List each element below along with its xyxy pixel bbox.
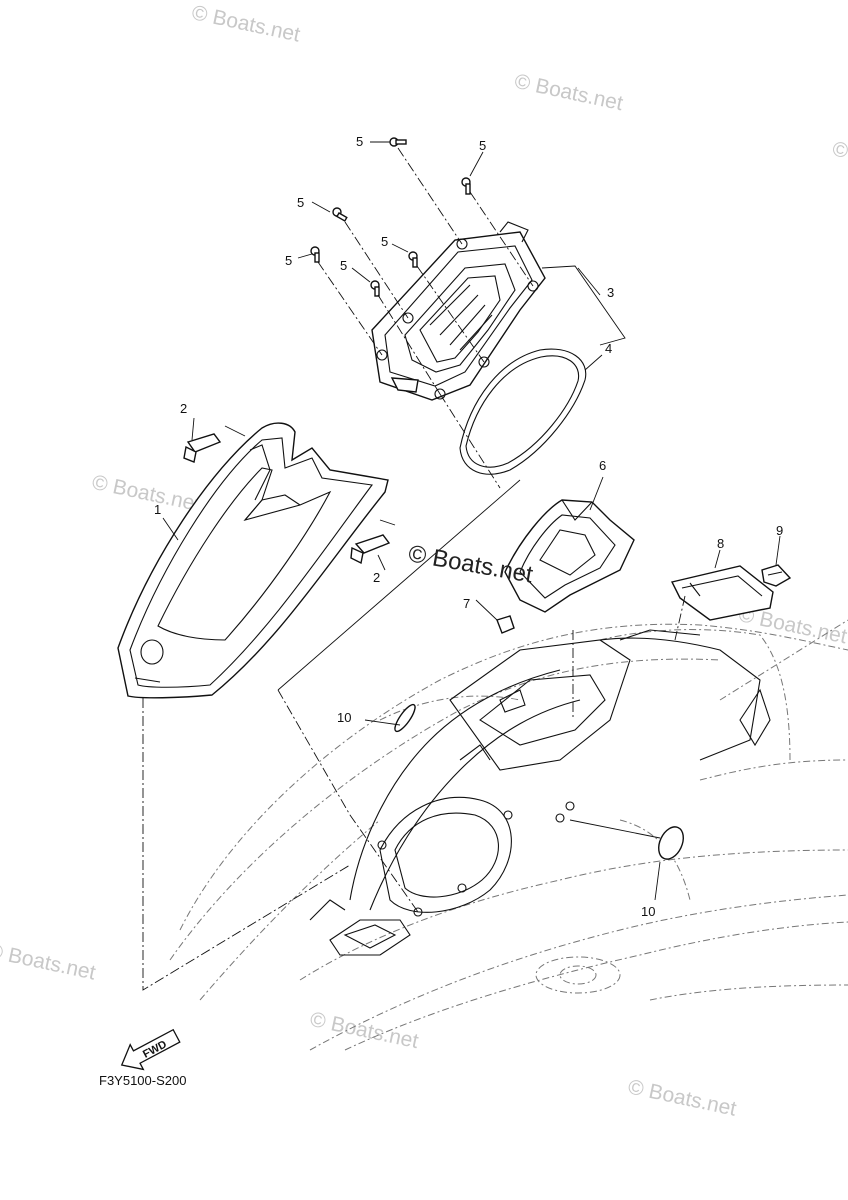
callout-5-f: 5 (340, 258, 347, 273)
screw-part-5-b[interactable] (461, 177, 471, 195)
plug-part-10-right[interactable] (654, 823, 688, 863)
callout-2-upper: 2 (180, 401, 187, 416)
screw-part-5-a[interactable] (389, 137, 407, 147)
callout-5-e: 5 (285, 253, 292, 268)
grommet-part-10-left[interactable] (392, 702, 419, 734)
deck-interior (309, 629, 771, 956)
gasket-part-4[interactable] (459, 348, 587, 475)
callout-5-b: 5 (479, 138, 486, 153)
callout-5-c: 5 (297, 195, 304, 210)
watermark-mid-left: © Boats.net (90, 471, 203, 516)
storage-bin-part-3[interactable] (371, 221, 546, 401)
callout-10-right: 10 (641, 904, 655, 919)
screw-part-5-c[interactable] (332, 207, 348, 222)
callout-1: 1 (154, 502, 161, 517)
callout-5-a: 5 (356, 134, 363, 149)
latch-part-9[interactable] (761, 564, 792, 587)
callout-10-left: 10 (337, 710, 351, 725)
front-cover-part-1[interactable] (117, 422, 389, 699)
screw-part-5-e[interactable] (310, 246, 320, 263)
lid-part-8[interactable] (670, 565, 774, 621)
clip-part-2-upper[interactable] (183, 433, 222, 463)
watermark-bottom-right: © Boats.net (626, 1075, 739, 1120)
clip-part-2-lower[interactable] (350, 534, 391, 565)
watermark-bottom-left: © Boats.net (0, 939, 98, 984)
hull-ghost-outline (169, 619, 848, 1051)
screw-part-5-f[interactable] (370, 280, 380, 297)
callout-3: 3 (607, 285, 614, 300)
callout-7: 7 (463, 596, 470, 611)
cover-part-6[interactable] (504, 499, 635, 613)
callout-6: 6 (599, 458, 606, 473)
watermark-top-center: © Boats.net (512, 70, 625, 115)
watermark-bottom-center: © Boats.net (308, 1008, 421, 1053)
callouts: 1 2 2 3 4 5 5 5 5 5 5 6 7 8 9 10 10 (154, 134, 783, 919)
screw-part-5-d[interactable] (408, 251, 418, 268)
callout-2-lower: 2 (373, 570, 380, 585)
diagram-code: F3Y5100-S200 (99, 1073, 186, 1088)
fwd-arrow: FWD (120, 1028, 181, 1071)
assembly-lines (142, 141, 781, 991)
clip-part-7[interactable] (496, 615, 515, 634)
watermark-top-right: © Boats.net (830, 137, 848, 182)
callout-4: 4 (605, 341, 612, 356)
callout-9: 9 (776, 523, 783, 538)
fwd-label: FWD (141, 1038, 169, 1060)
callout-8: 8 (717, 536, 724, 551)
callout-5-d: 5 (381, 234, 388, 249)
watermark-top-left: © Boats.net (190, 1, 303, 46)
watermark-center: © Boats.net (406, 540, 535, 588)
